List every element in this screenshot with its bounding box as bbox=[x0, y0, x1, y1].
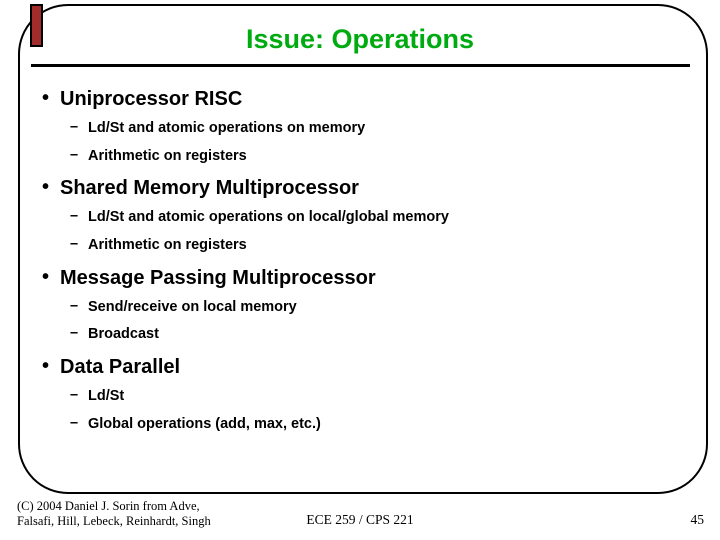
dash-icon: – bbox=[70, 387, 79, 404]
sub-bullet-item-label: Arithmetic on registers bbox=[88, 237, 247, 254]
course-label: ECE 259 / CPS 221 bbox=[306, 512, 414, 527]
dash-icon: – bbox=[70, 119, 79, 135]
sub-bullet-item: –Arithmetic on registers bbox=[40, 146, 684, 165]
dash-icon: – bbox=[70, 297, 79, 314]
sub-bullet-item: –Ld/St bbox=[40, 387, 684, 405]
bullet-item: • Data Parallel bbox=[40, 355, 684, 379]
bullet-icon: • bbox=[42, 265, 50, 288]
dash-icon: – bbox=[70, 146, 79, 163]
page-number: 45 bbox=[690, 512, 705, 527]
bullet-item: • Uniprocessor RISC bbox=[40, 87, 684, 110]
bullet-icon: • bbox=[42, 176, 50, 199]
bullet-icon: • bbox=[42, 87, 50, 109]
slide-border-frame bbox=[18, 4, 708, 494]
bullet-list: •Uniprocessor RISC–Ld/St and atomic oper… bbox=[40, 84, 684, 432]
sub-bullet-item: –Arithmetic on registers bbox=[40, 236, 684, 254]
credit-line-2: Falsafi, Hill, Lebeck, Reinhardt, Singh bbox=[17, 514, 211, 529]
bullet-item-label: Data Parallel bbox=[60, 356, 181, 379]
bullet-item-label: Shared Memory Multiprocessor bbox=[60, 177, 359, 200]
bullet-item: • Shared Memory Multiprocessor bbox=[40, 176, 684, 200]
sub-bullet-item-label: Global operations (add, max, etc.) bbox=[88, 415, 321, 432]
dash-icon: – bbox=[70, 208, 79, 225]
accent-bar bbox=[30, 4, 43, 47]
credit-line-1: (C) 2004 Daniel J. Sorin from Adve, bbox=[17, 499, 200, 513]
bullet-item: • Message Passing Multiprocessor bbox=[40, 265, 684, 289]
sub-bullet-item: –Global operations (add, max, etc.) bbox=[40, 414, 684, 433]
bullet-icon: • bbox=[42, 355, 50, 378]
sub-bullet-item: –Ld/St and atomic operations on local/gl… bbox=[40, 208, 684, 226]
dash-icon: – bbox=[70, 325, 79, 342]
bullet-item-label: Uniprocessor RISC bbox=[60, 88, 243, 110]
sub-bullet-item-label: Ld/St and atomic operations on memory bbox=[88, 120, 366, 136]
sub-bullet-item: –Broadcast bbox=[40, 325, 684, 343]
sub-bullet-item: –Send/receive on local memory bbox=[40, 297, 684, 316]
title-underline bbox=[31, 64, 690, 67]
dash-icon: – bbox=[70, 236, 79, 253]
footer-credit: (C) 2004 Daniel J. Sorin from Adve, Fals… bbox=[17, 499, 211, 530]
bullet-item-label: Message Passing Multiprocessor bbox=[60, 266, 376, 289]
sub-bullet-item-label: Send/receive on local memory bbox=[88, 298, 297, 315]
sub-bullet-item: –Ld/St and atomic operations on memory bbox=[40, 119, 684, 137]
page-title: Issue: Operations bbox=[245, 24, 475, 54]
sub-bullet-item-label: Arithmetic on registers bbox=[88, 147, 247, 164]
sub-bullet-item-label: Ld/St and atomic operations on local/glo… bbox=[88, 209, 449, 226]
sub-bullet-item-label: Broadcast bbox=[88, 326, 159, 343]
sub-bullet-item-label: Ld/St bbox=[88, 388, 125, 405]
dash-icon: – bbox=[70, 414, 79, 431]
